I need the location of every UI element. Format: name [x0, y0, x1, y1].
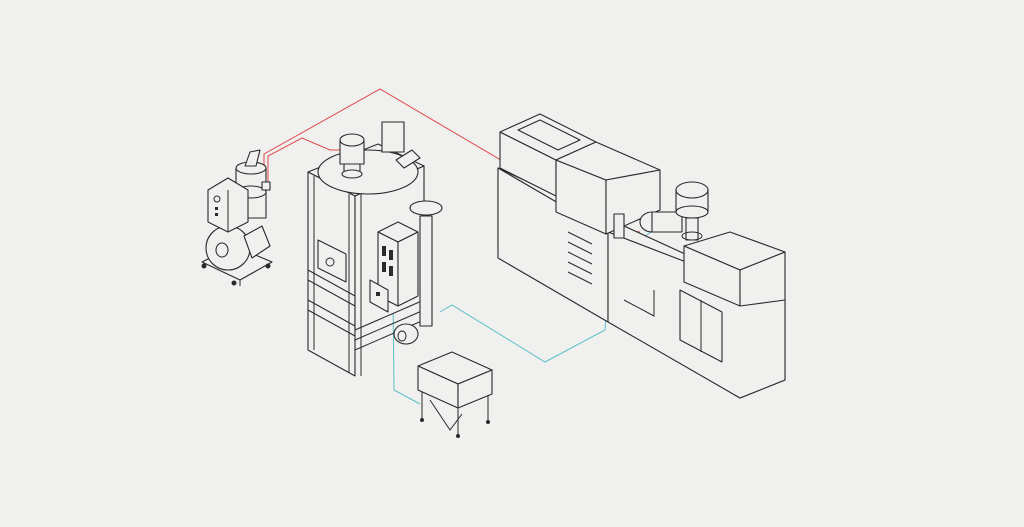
vacuum-loader-icon	[201, 149, 273, 286]
material-bin-icon	[417, 351, 493, 438]
hopper-loader-icon	[339, 133, 365, 179]
machine-hopper-loader-icon	[675, 181, 709, 241]
dehumidifier-icon	[369, 200, 443, 345]
injection-molding-machine-icon	[497, 113, 786, 399]
vent-grille	[567, 231, 593, 285]
vacuum-line-hopper	[267, 137, 345, 186]
